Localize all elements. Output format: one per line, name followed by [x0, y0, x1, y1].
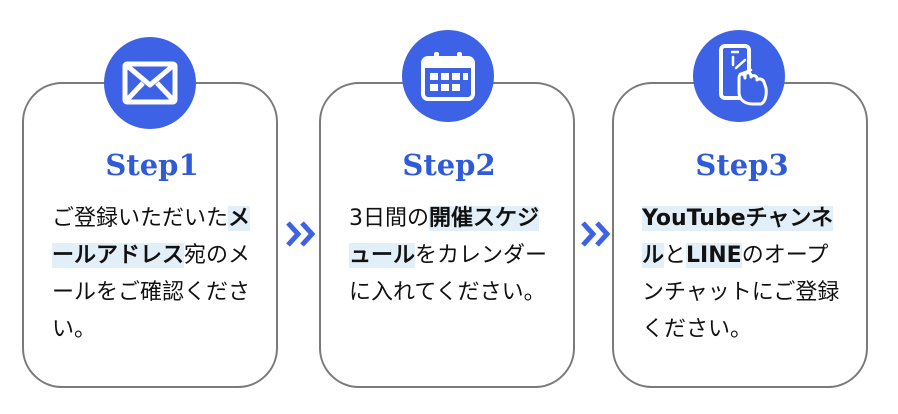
double-chevron-right-icon: [286, 221, 316, 247]
step1-card: Step1 ご登録いただいたメールアドレス宛のメールをご確認ください。: [22, 82, 278, 388]
step3-text: YouTubeチャンネルとLINEのオープンチャットにご登録ください。: [642, 200, 846, 348]
mail-icon: [104, 37, 196, 129]
step2-text-part: をカレンダーに入れてください。: [349, 243, 548, 305]
step2-text-part: 3日間の: [349, 206, 429, 231]
double-chevron-right-icon: [581, 221, 611, 247]
step1-text: ご登録いただいたメールアドレス宛のメールをご確認ください。: [52, 200, 256, 348]
step2-label: Step2: [402, 148, 496, 182]
step1-text-part: 宛のメールをご確認ください。: [52, 243, 251, 342]
step1-text-part: ご登録いただいた: [52, 206, 229, 231]
step3-text-part: のオープンチャットにご登録ください。: [642, 243, 840, 342]
smartphone-tap-icon: [693, 30, 785, 122]
step2-card: Step2 3日間の開催スケジュールをカレンダーに入れてください。: [319, 82, 575, 388]
step2-text: 3日間の開催スケジュールをカレンダーに入れてください。: [349, 200, 553, 311]
calendar-icon: [402, 30, 494, 122]
step3-card: Step3 YouTubeチャンネルとLINEのオープンチャットにご登録ください…: [612, 82, 868, 388]
step1-label: Step1: [105, 148, 199, 182]
step3-label: Step3: [695, 148, 789, 182]
step3-text-part: と: [664, 243, 687, 268]
step3-text-highlight: LINE: [686, 243, 742, 268]
